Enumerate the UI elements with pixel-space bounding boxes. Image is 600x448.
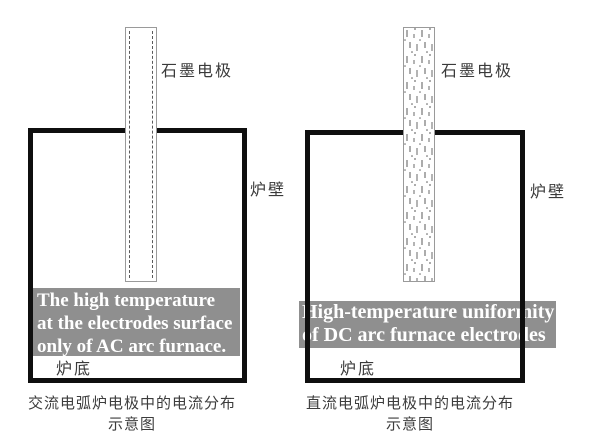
- surface-current-dash-right: [152, 31, 153, 278]
- ac-overlay-line-1: The high temperature: [37, 290, 216, 311]
- dc-caption-line-1: 直流电弧炉电极中的电流分布: [305, 395, 514, 412]
- ac-bottom-label: 炉底: [56, 361, 93, 378]
- distributed-current-texture: [404, 28, 434, 281]
- dc-overlay-line-1: High-temperature uniformity: [302, 301, 555, 323]
- dc-caption-line-2: 示意图: [385, 416, 434, 433]
- dc-graphite-electrode: [403, 27, 435, 282]
- dc-overlay-line-2: of DC arc furnace electrodes: [302, 324, 546, 346]
- dc-bottom-label: 炉底: [340, 361, 377, 378]
- dc-wall-label: 炉壁: [530, 184, 567, 201]
- ac-diagram-caption: 交流电弧炉电极中的电流分布 示意图: [10, 393, 254, 435]
- ac-overlay-line-2: at the electrodes surface: [37, 313, 233, 334]
- dc-electrode-label: 石墨电极: [441, 63, 514, 80]
- surface-current-dash-left: [129, 31, 130, 278]
- ac-overlay-caption: The high temperature at the electrodes s…: [33, 288, 240, 356]
- ac-electrode-label: 石墨电极: [161, 63, 234, 80]
- dc-diagram-caption: 直流电弧炉电极中的电流分布 示意图: [288, 393, 532, 435]
- ac-caption-line-1: 交流电弧炉电极中的电流分布: [27, 395, 236, 412]
- ac-wall-label: 炉壁: [250, 182, 287, 199]
- ac-caption-line-2: 示意图: [107, 416, 156, 433]
- dc-overlay-caption: High-temperature uniformity of DC arc fu…: [299, 301, 556, 348]
- ac-graphite-electrode: [125, 27, 157, 282]
- ac-overlay-line-3: only of AC arc furnace.: [37, 336, 227, 356]
